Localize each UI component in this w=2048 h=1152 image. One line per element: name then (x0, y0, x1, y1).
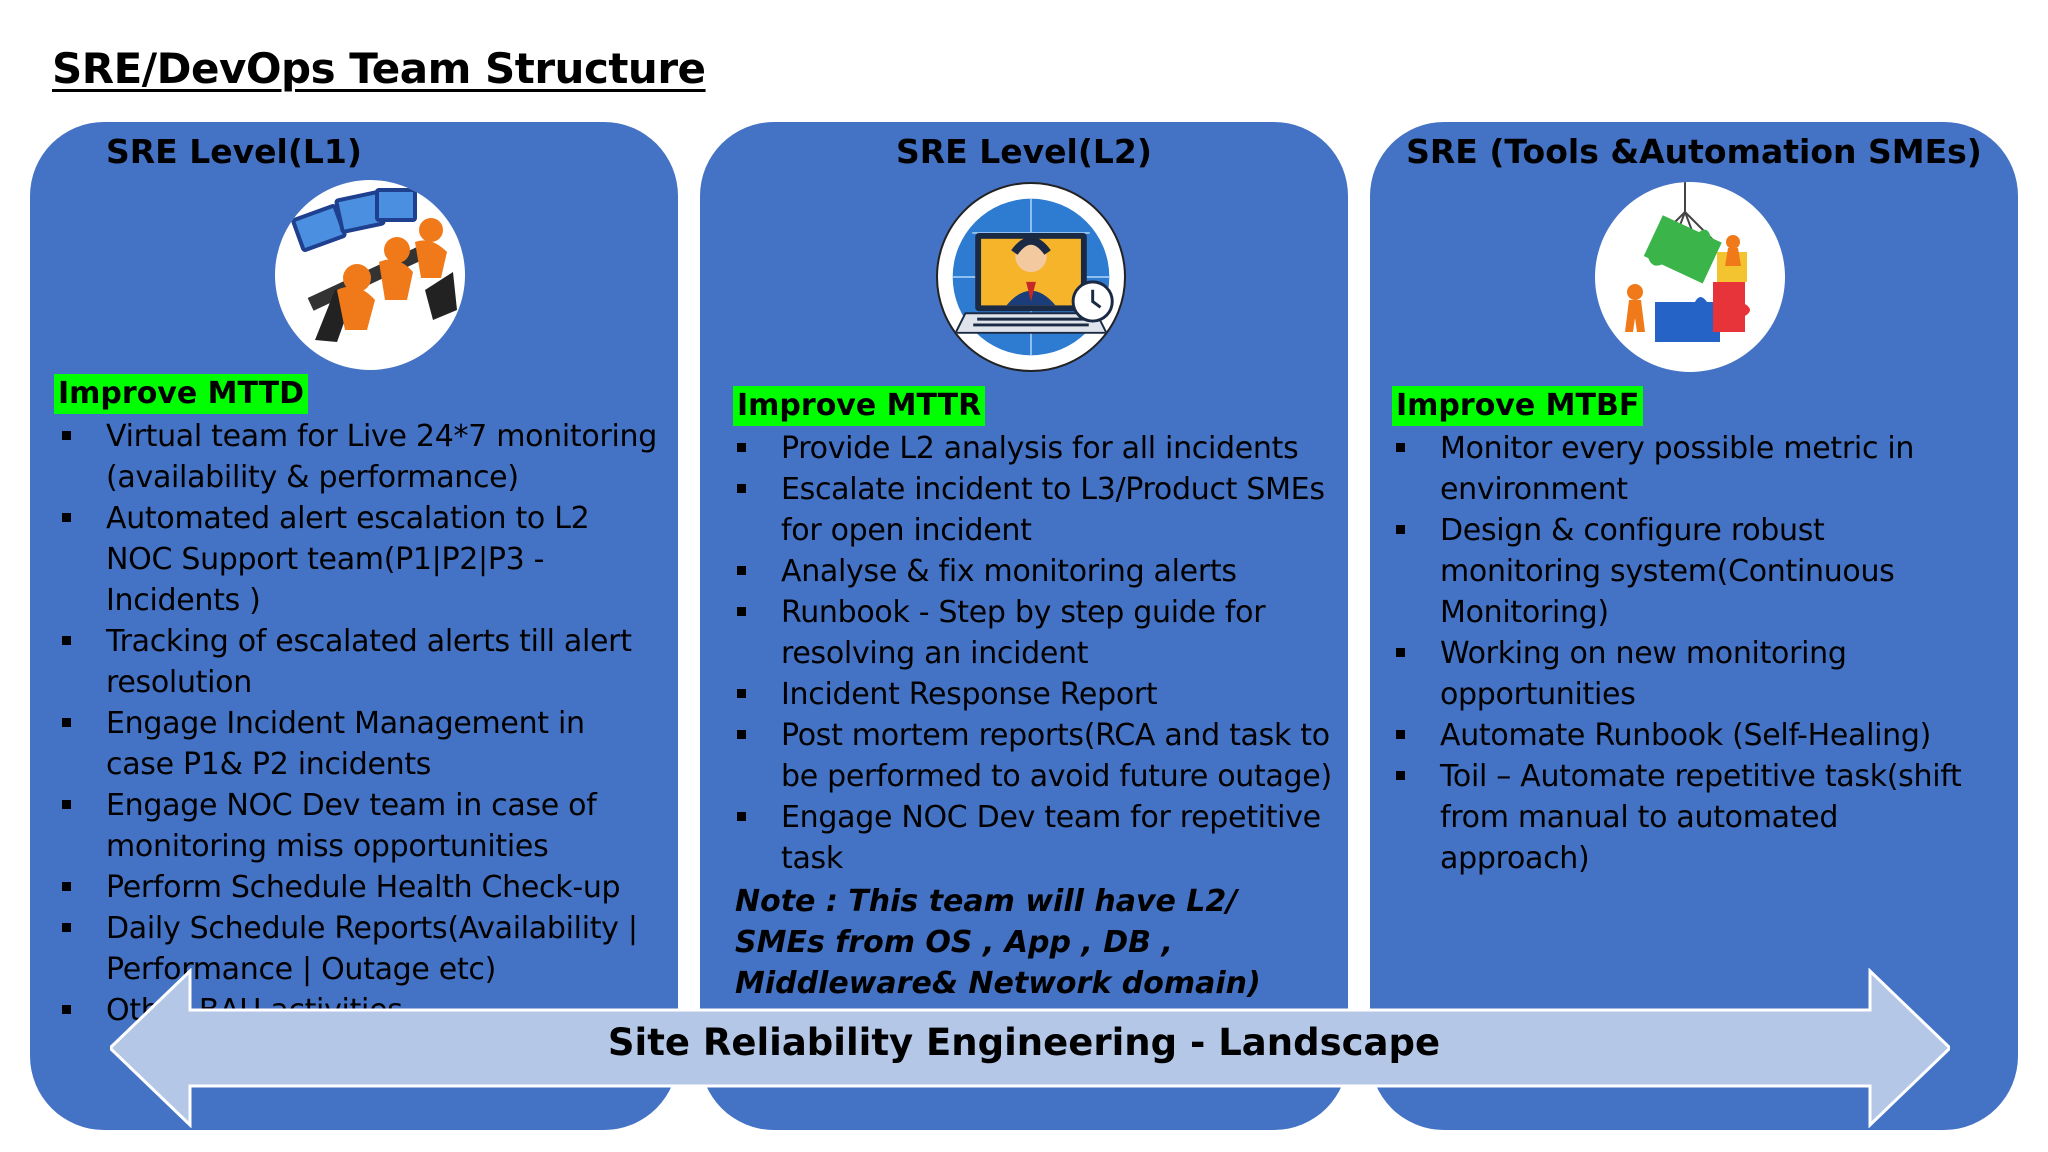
puzzle-automation-icon (1595, 182, 1785, 372)
list-item: Daily Schedule Reports(Availability | Pe… (58, 908, 658, 990)
panel-title-l1: SRE Level(L1) (106, 132, 362, 171)
list-item: Engage NOC Dev team for repetitive task (733, 797, 1353, 879)
list-item: Working on new monitoring opportunities (1392, 633, 1992, 715)
badge-improve-mttd: Improve MTTD (54, 374, 309, 414)
bullet-list-tools: Monitor every possible metric in environ… (1392, 428, 1992, 879)
list-item: Tracking of escalated alerts till alert … (58, 621, 658, 703)
list-item: Monitor every possible metric in environ… (1392, 428, 1992, 510)
list-item: Design & configure robust monitoring sys… (1392, 510, 1992, 633)
list-item: Toil – Automate repetitive task(shift fr… (1392, 756, 1992, 879)
list-item: Virtual team for Live 24*7 monitoring (a… (58, 416, 658, 498)
badge-improve-mtbf: Improve MTBF (1392, 386, 1644, 426)
list-item: Automate Runbook (Self-Healing) (1392, 715, 1992, 756)
list-item: Post mortem reports(RCA and task to be p… (733, 715, 1353, 797)
list-item: Perform Schedule Health Check-up (58, 867, 658, 908)
bullet-list-l2: Provide L2 analysis for all incidents Es… (733, 428, 1353, 879)
list-item: Runbook - Step by step guide for resolvi… (733, 592, 1353, 674)
page-title: SRE/DevOps Team Structure (52, 44, 706, 93)
support-agent-laptop-icon (936, 182, 1126, 372)
monitoring-operators-icon (275, 180, 465, 370)
note-l2-team: Note : This team will have L2/ SMEs from… (735, 884, 1261, 1001)
arrow-label: Site Reliability Engineering - Landscape (607, 1021, 1441, 1064)
list-item: Escalate incident to L3/Product SMEs for… (733, 469, 1353, 551)
panel-title-l2: SRE Level(L2) (896, 132, 1152, 171)
list-item: Engage NOC Dev team in case of monitorin… (58, 785, 658, 867)
badge-improve-mttr: Improve MTTR (733, 386, 986, 426)
bullet-list-l1: Virtual team for Live 24*7 monitoring (a… (58, 416, 658, 1031)
list-item: Automated alert escalation to L2 NOC Sup… (58, 498, 658, 621)
list-item: Provide L2 analysis for all incidents (733, 428, 1353, 469)
panel-title-tools: SRE (Tools &Automation SMEs) (1406, 132, 1982, 171)
list-item: Analyse & fix monitoring alerts (733, 551, 1353, 592)
list-item: Engage Incident Management in case P1& P… (58, 703, 658, 785)
double-arrow-icon (110, 968, 1950, 1128)
list-item: Incident Response Report (733, 674, 1353, 715)
